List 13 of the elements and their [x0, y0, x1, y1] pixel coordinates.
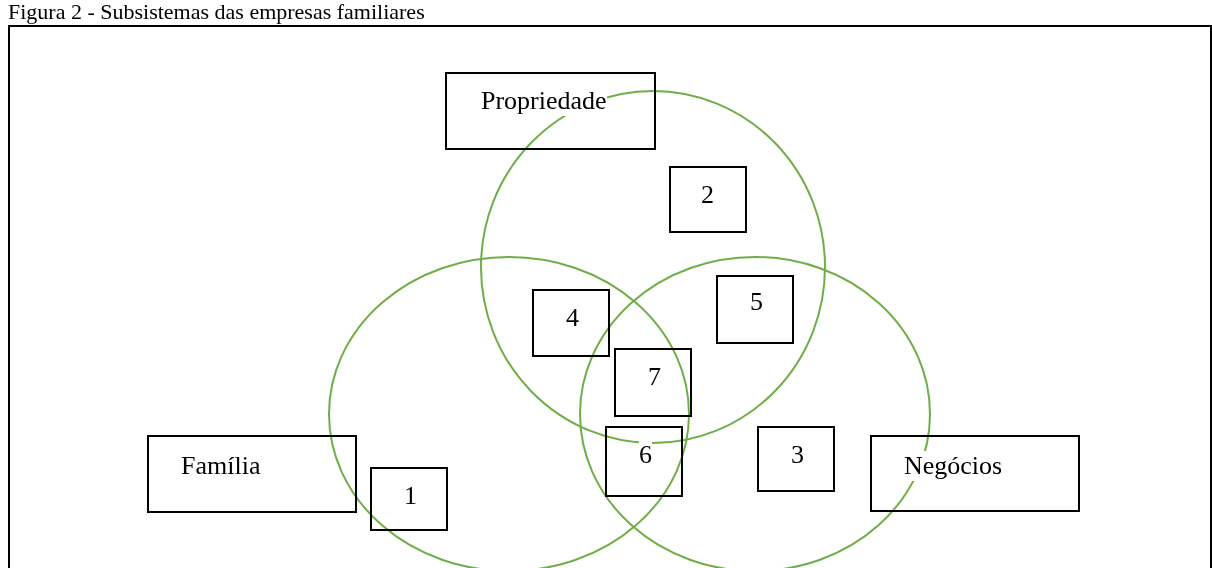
label-box	[614, 348, 692, 417]
label-box	[669, 166, 747, 233]
label-box	[532, 289, 610, 357]
label-box	[716, 275, 794, 344]
label-box	[870, 435, 1080, 512]
circle-outline	[327, 255, 691, 568]
label-box	[757, 426, 835, 492]
label-box	[445, 72, 656, 150]
figure-title: Figura 2 - Subsistemas das empresas familiares	[8, 0, 425, 24]
box-label: Negócios	[904, 451, 1003, 481]
label-box	[147, 435, 357, 513]
label-box	[605, 426, 683, 497]
circle-outline	[479, 89, 827, 445]
